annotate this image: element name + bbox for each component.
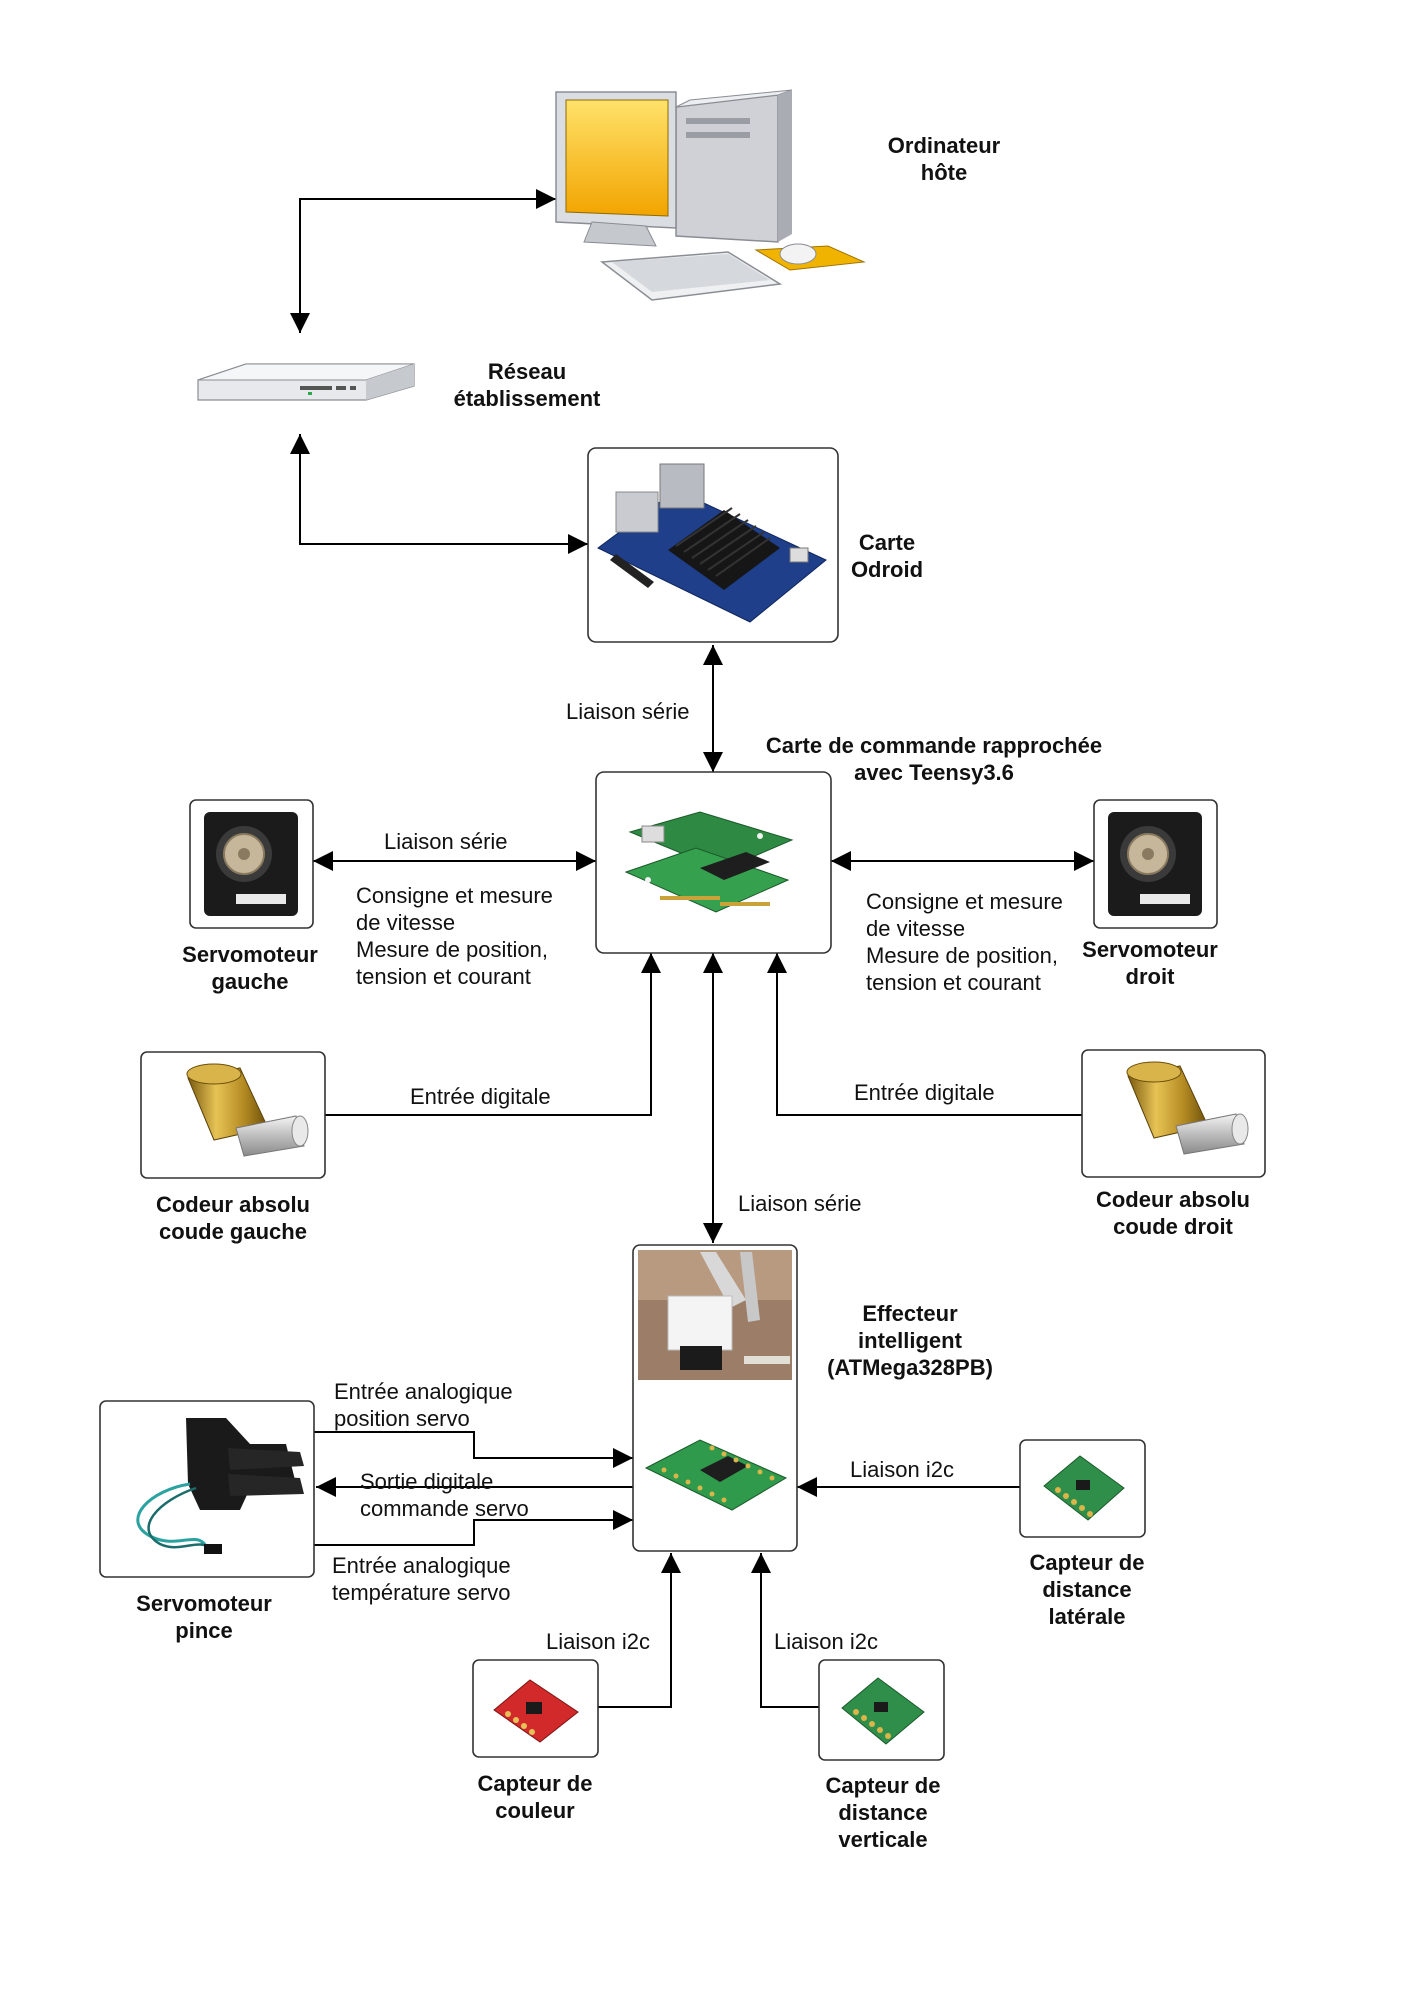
- effector-photo-icon: [638, 1250, 792, 1380]
- computer-icon: [555, 89, 866, 301]
- edge-network-odroid: [290, 434, 588, 554]
- edge-label-color: Liaison i2c: [546, 1629, 650, 1654]
- edge-label-gripper-temperature: Entrée analogique température servo: [332, 1553, 511, 1605]
- edge-label-servo-left: Liaison série: [384, 829, 508, 854]
- edge-label-gripper-position: Entrée analogique position servo: [334, 1379, 513, 1431]
- vertical-sensor-icon: [841, 1677, 925, 1745]
- encoder-right-icon: [1126, 1061, 1249, 1155]
- color-sensor-icon: [493, 1679, 579, 1743]
- host-label: Ordinateur hôte: [887, 133, 1001, 185]
- servo-right-icon: [1108, 812, 1202, 916]
- edge-host-network: [290, 189, 556, 333]
- edge-gripper-position: [314, 1431, 633, 1468]
- odroid-label: Carte Odroid: [850, 530, 924, 582]
- edge-label-teensy-effector: Liaison série: [738, 1191, 862, 1216]
- servo-left-icon: [204, 812, 298, 916]
- edge-label-vertical: Liaison i2c: [774, 1629, 878, 1654]
- teensy-label: Carte de commande rapprochée avec Teensy…: [765, 733, 1103, 785]
- edge-label-encoder-right: Entrée digitale: [854, 1080, 995, 1105]
- network-label: Réseau établissement: [453, 359, 601, 411]
- network-switch-icon: [197, 363, 415, 401]
- odroid-board-icon: [597, 463, 827, 623]
- color-label: Capteur de couleur: [477, 1771, 593, 1823]
- gripper-label: Servomoteur pince: [136, 1591, 272, 1643]
- edge-encoder-left-teensy: [325, 953, 661, 1116]
- effector-board-icon: [644, 1439, 788, 1511]
- edge-label-servo-right-desc: Consigne et mesure de vitesse Mesure de …: [866, 889, 1063, 995]
- gripper-icon: [136, 1418, 304, 1554]
- lateral-sensor-icon: [1043, 1455, 1125, 1521]
- servo-left-label: Servomoteur gauche: [182, 942, 318, 994]
- edge-label-gripper-command: Sortie digitale commande servo: [360, 1469, 529, 1521]
- edge-color-effector: [598, 1553, 681, 1708]
- lateral-label: Capteur de distance latérale: [1029, 1550, 1145, 1629]
- vertical-label: Capteur de distance verticale: [825, 1773, 941, 1852]
- edge-vertical-effector: [751, 1553, 819, 1708]
- edge-label-encoder-left: Entrée digitale: [410, 1084, 551, 1109]
- edge-label-servo-left-desc: Consigne et mesure de vitesse Mesure de …: [356, 883, 553, 989]
- encoder-left-label: Codeur absolu coude gauche: [155, 1192, 310, 1244]
- connections: [290, 189, 1094, 1708]
- servo-right-label: Servomoteur droit: [1082, 937, 1218, 989]
- edge-gripper-temperature: [314, 1510, 633, 1546]
- encoder-right-label: Codeur absolu coude droit: [1095, 1187, 1250, 1239]
- edge-label-lateral: Liaison i2c: [850, 1457, 954, 1482]
- effector-label: Effecteur intelligent (ATMega328PB): [827, 1301, 993, 1380]
- edge-encoder-right-teensy: [767, 953, 1082, 1116]
- teensy-board-icon: [624, 811, 794, 913]
- edge-label-odroid-teensy: Liaison série: [566, 699, 690, 724]
- encoder-left-icon: [186, 1063, 309, 1157]
